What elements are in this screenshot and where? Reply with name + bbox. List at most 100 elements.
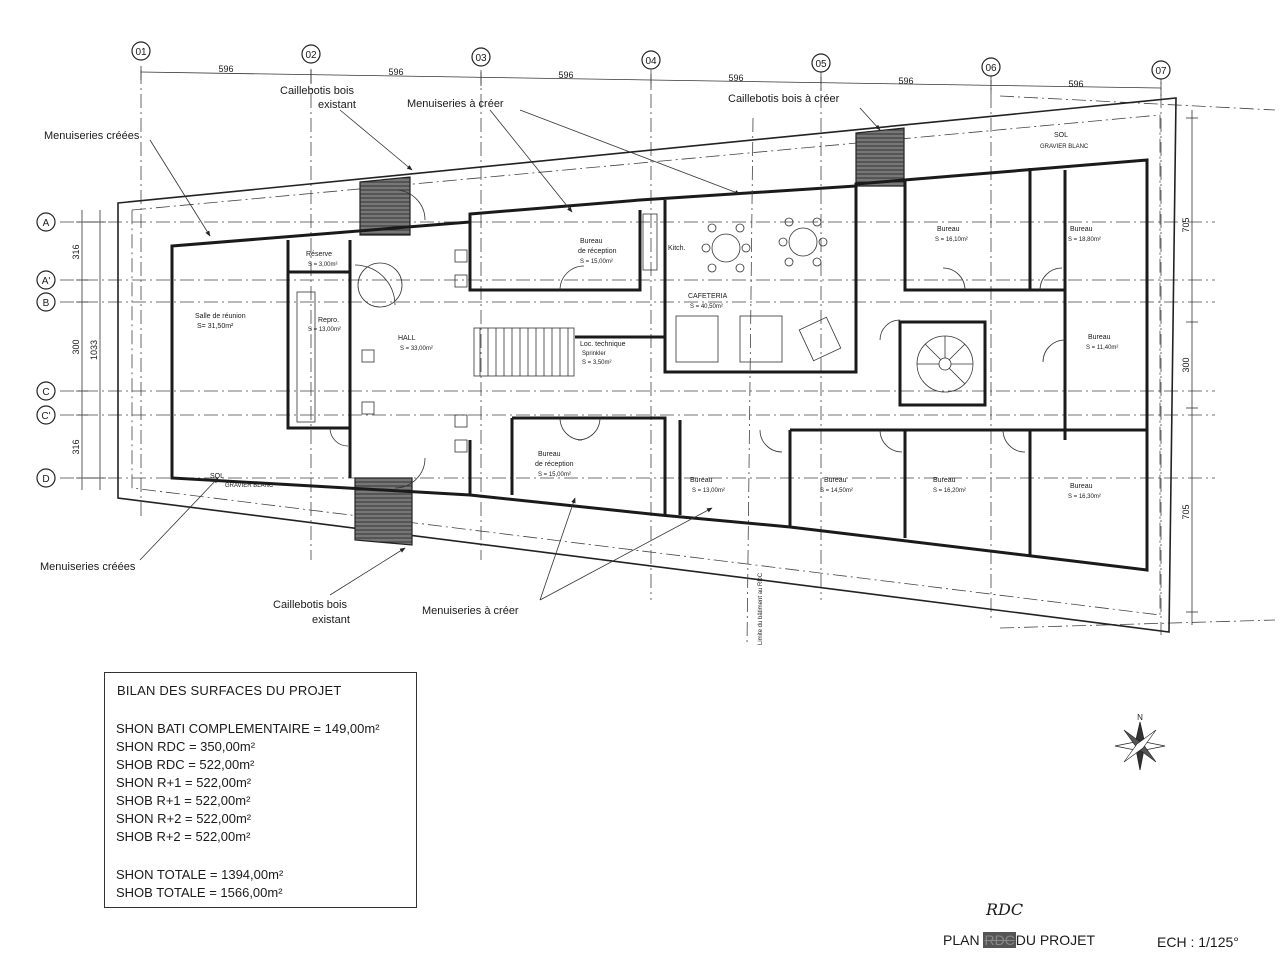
door-swings xyxy=(329,189,1066,489)
column-bubble-labels: 01 02 03 04 05 06 07 xyxy=(135,47,1167,77)
label-bureau-161-name: Bureau xyxy=(937,226,960,233)
surface-line-6: SHON R+2 = 522,00m² xyxy=(116,811,252,826)
deck-top-left xyxy=(359,176,411,236)
label-bureau-13-name: Bureau xyxy=(690,477,713,484)
label-bureau-162-area: S = 16,20m² xyxy=(933,488,966,494)
site-boundary xyxy=(117,97,1177,633)
dim-col-6: 596 xyxy=(1068,79,1083,89)
dim-col-3: 596 xyxy=(558,70,573,80)
grid-col-01: 01 xyxy=(135,47,147,58)
label-bureau-145-area: S = 14,50m² xyxy=(820,488,853,494)
row-grid-lines xyxy=(60,95,1276,629)
callout-caillebotis-top-line2: existant xyxy=(318,99,356,111)
row-bubble-labels: A A' B C C' D xyxy=(41,218,50,485)
row-bubbles xyxy=(36,212,56,488)
dim-col-5: 596 xyxy=(898,76,913,86)
top-dimension-chain xyxy=(140,66,1162,96)
plan-title-prefix: PLAN xyxy=(943,932,980,948)
grid-row-a: A xyxy=(43,218,50,229)
hall-seats xyxy=(296,249,468,453)
plan-title-struck: RDC xyxy=(983,932,1016,948)
dim-right-705-top: 705 xyxy=(1181,217,1191,232)
column-bubbles xyxy=(131,41,1171,80)
surface-line-4: SHON R+1 = 522,00m² xyxy=(116,775,252,790)
dim-col-4: 596 xyxy=(728,73,743,83)
callout-menuiseries-creees-bottom: Menuiseries créées xyxy=(40,561,136,573)
label-bureau-reception-bottom-sub: de réception xyxy=(535,461,574,468)
right-dimension-chain xyxy=(1186,110,1198,625)
label-bureau-162-name: Bureau xyxy=(933,477,956,484)
dim-col-1: 596 xyxy=(218,64,233,74)
label-loc-technique-area: S = 3,50m² xyxy=(582,360,612,366)
spiral-stair xyxy=(916,335,974,393)
label-bureau-161-area: S = 16,10m² xyxy=(935,237,968,243)
callout-labels: Menuiseries créées Caillebotis bois exis… xyxy=(40,85,840,645)
label-sol-bottom-2: GRAVIER BLANC xyxy=(225,483,274,489)
surface-line-5: SHOB R+1 = 522,00m² xyxy=(116,793,251,808)
dim-left-316-top: 316 xyxy=(71,244,81,259)
label-repro-area: S = 13,00m² xyxy=(308,327,341,333)
plan-title-suffix: DU PROJET xyxy=(1015,932,1096,948)
callout-caillebotis-bottom-line2: existant xyxy=(312,614,350,626)
label-salle-reunion-name: Salle de réunion xyxy=(195,313,246,320)
label-bureau-188-name: Bureau xyxy=(1070,226,1093,233)
deck-bottom-left xyxy=(354,477,413,546)
label-kitch: Kitch. xyxy=(668,245,686,252)
surface-line-1: SHON BATI COMPLEMENTAIRE = 149,00m² xyxy=(116,721,380,736)
label-bureau-reception-top-name: Bureau xyxy=(580,238,603,245)
callout-caillebotis-top-line1: Caillebotis bois xyxy=(280,85,354,97)
callout-menuiseries-a-creer-top: Menuiseries à créer xyxy=(407,98,504,110)
surface-line-3: SHOB RDC = 522,00m² xyxy=(116,757,255,772)
north-arrow-icon: N xyxy=(1114,713,1166,771)
dim-right-705-bottom: 705 xyxy=(1181,504,1191,519)
label-bureau-13-area: S = 13,00m² xyxy=(692,488,725,494)
label-cafeteria-name: CAFETERIA xyxy=(688,293,728,300)
callout-menuiseries-creees-top: Menuiseries créées xyxy=(44,130,140,142)
label-cafeteria-area: S = 40,50m² xyxy=(690,304,723,310)
surfaces-title: BILAN DES SURFACES DU PROJET xyxy=(117,683,342,698)
label-sol-top-1: SOL xyxy=(1054,132,1068,139)
label-bureau-reception-top-area: S = 15,00m² xyxy=(580,259,613,265)
callout-leaders xyxy=(139,107,881,601)
dim-left-316-bottom: 316 xyxy=(71,439,81,454)
label-bureau-188-area: S = 18,80m² xyxy=(1068,237,1101,243)
label-bureau-145-name: Bureau xyxy=(824,477,847,484)
cafeteria-furniture xyxy=(642,213,842,363)
dim-left-1033: 1033 xyxy=(89,340,99,360)
building-walls xyxy=(170,158,1149,572)
grid-col-05: 05 xyxy=(815,59,827,70)
grid-col-03: 03 xyxy=(475,53,487,64)
label-bureau-163-area: S = 16,30m² xyxy=(1068,494,1101,500)
north-label: N xyxy=(1137,713,1143,722)
left-dimension-labels: 316 300 1033 316 xyxy=(71,244,99,454)
label-bureau-114-area: S = 11,40m² xyxy=(1086,345,1118,351)
label-bureau-reception-bottom-area: S = 15,00m² xyxy=(538,472,571,478)
main-stair xyxy=(473,327,575,377)
label-reserve-area: S = 3,00m² xyxy=(308,262,338,268)
scale-label: ECH : 1/125° xyxy=(1157,934,1239,950)
grid-col-02: 02 xyxy=(305,50,317,61)
handwritten-note: RDC xyxy=(986,900,1024,919)
site-dashed-line xyxy=(131,114,1161,616)
grid-row-c: C xyxy=(42,387,49,398)
surfaces-summary-box: BILAN DES SURFACES DU PROJET SHON BATI C… xyxy=(104,672,417,908)
column-spacing-labels: 596 596 596 596 596 596 xyxy=(218,64,1083,89)
label-bureau-114-name: Bureau xyxy=(1088,334,1111,341)
grid-row-b: B xyxy=(43,298,50,309)
label-repro-name: Repro. xyxy=(318,317,339,324)
room-labels: SOL GRAVIER BLANC SOL GRAVIER BLANC Sall… xyxy=(195,132,1118,500)
left-dimension-chain xyxy=(76,210,106,490)
label-loc-technique-name: Loc. technique xyxy=(580,341,626,348)
label-reserve-name: Réserve xyxy=(306,251,332,258)
grid-row-c-prime: C' xyxy=(41,411,50,422)
limit-line xyxy=(746,117,754,646)
callout-caillebotis-bottom-line1: Caillebotis bois xyxy=(273,599,347,611)
dim-right-300: 300 xyxy=(1181,357,1191,372)
surface-total-shon: SHON TOTALE = 1394,00m² xyxy=(116,867,284,882)
callout-caillebotis-top-right: Caillebotis bois à créer xyxy=(728,93,840,105)
plan-title: PLAN RDC DU PROJET xyxy=(943,932,1095,948)
dim-left-300: 300 xyxy=(71,339,81,354)
label-sol-top-2: GRAVIER BLANC xyxy=(1040,144,1089,150)
label-hall-area: S = 33,00m² xyxy=(400,346,433,352)
